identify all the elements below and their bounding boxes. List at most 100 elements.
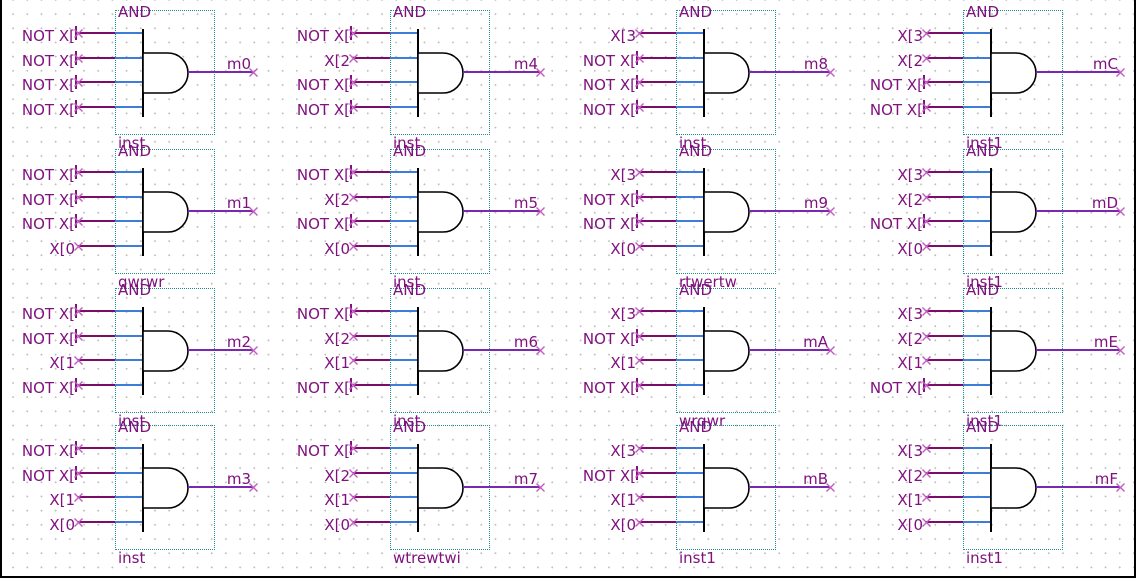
output-wire[interactable] — [749, 71, 830, 73]
input-port-stub[interactable] — [390, 57, 419, 59]
output-wire[interactable] — [463, 486, 540, 488]
input-pin-label[interactable]: NOT X[ — [296, 442, 350, 460]
input-port-stub[interactable] — [676, 171, 705, 173]
instance-name-label[interactable]: inst — [118, 134, 146, 152]
output-net-label[interactable]: m3 — [226, 470, 251, 488]
input-wire[interactable] — [926, 245, 963, 247]
input-wire[interactable] — [78, 472, 115, 474]
and-gate-shape[interactable] — [416, 305, 468, 399]
input-wire[interactable] — [639, 245, 676, 247]
input-port-stub[interactable] — [963, 384, 992, 386]
instance-name-label[interactable]: inst — [393, 273, 421, 291]
input-port-stub[interactable] — [390, 245, 419, 247]
instance-name-label[interactable]: inst1 — [679, 549, 716, 567]
input-wire[interactable] — [78, 220, 115, 222]
input-pin-label[interactable]: X[2 — [897, 330, 923, 348]
input-pin-label[interactable]: X[1 — [324, 491, 350, 509]
input-port-stub[interactable] — [676, 310, 705, 312]
input-port-stub[interactable] — [963, 472, 992, 474]
input-pin-label[interactable]: NOT X[ — [296, 166, 350, 184]
input-wire[interactable] — [353, 220, 390, 222]
input-port-stub[interactable] — [963, 496, 992, 498]
input-pin-label[interactable]: X[3 — [610, 305, 636, 323]
input-wire[interactable] — [353, 171, 390, 173]
output-net-label[interactable]: m2 — [226, 333, 251, 351]
input-pin-label[interactable]: X[1 — [610, 491, 636, 509]
output-wire[interactable] — [188, 486, 253, 488]
and-gate-shape[interactable] — [416, 27, 468, 121]
output-wire[interactable] — [749, 210, 830, 212]
input-port-stub[interactable] — [676, 196, 705, 198]
input-pin-label[interactable]: NOT X[ — [21, 467, 75, 485]
input-port-stub[interactable] — [676, 447, 705, 449]
input-port-stub[interactable] — [390, 106, 419, 108]
input-wire[interactable] — [353, 335, 390, 337]
output-wire[interactable] — [1036, 71, 1120, 73]
and-gate-shape[interactable] — [141, 27, 193, 121]
input-port-stub[interactable] — [390, 472, 419, 474]
and-gate-shape[interactable] — [702, 305, 754, 399]
input-wire[interactable] — [78, 384, 115, 386]
input-wire[interactable] — [639, 81, 676, 83]
input-pin-label[interactable]: NOT X[ — [21, 330, 75, 348]
output-net-label[interactable]: m8 — [803, 55, 828, 73]
input-pin-label[interactable]: NOT X[ — [296, 101, 350, 119]
input-wire[interactable] — [926, 196, 963, 198]
input-wire[interactable] — [78, 171, 115, 173]
input-pin-label[interactable]: NOT X[ — [296, 76, 350, 94]
input-wire[interactable] — [926, 472, 963, 474]
input-wire[interactable] — [353, 245, 390, 247]
input-pin-label[interactable]: X[3 — [897, 27, 923, 45]
and-gate-shape[interactable] — [702, 166, 754, 260]
input-port-stub[interactable] — [963, 81, 992, 83]
input-wire[interactable] — [926, 32, 963, 34]
input-pin-label[interactable]: NOT X[ — [296, 27, 350, 45]
input-port-stub[interactable] — [115, 81, 144, 83]
input-port-stub[interactable] — [115, 32, 144, 34]
and-gate-shape[interactable] — [702, 442, 754, 536]
input-wire[interactable] — [78, 106, 115, 108]
output-net-label[interactable]: mC — [1092, 55, 1118, 73]
input-pin-label[interactable]: NOT X[ — [582, 379, 636, 397]
input-port-stub[interactable] — [390, 359, 419, 361]
input-wire[interactable] — [78, 447, 115, 449]
input-port-stub[interactable] — [676, 245, 705, 247]
instance-name-label[interactable]: inst1 — [966, 273, 1003, 291]
input-port-stub[interactable] — [963, 245, 992, 247]
input-port-stub[interactable] — [963, 32, 992, 34]
input-pin-label[interactable]: NOT X[ — [582, 330, 636, 348]
input-wire[interactable] — [639, 106, 676, 108]
and-gate-shape[interactable] — [141, 442, 193, 536]
instance-name-label[interactable]: inst — [393, 134, 421, 152]
input-wire[interactable] — [78, 81, 115, 83]
input-wire[interactable] — [639, 32, 676, 34]
input-wire[interactable] — [926, 496, 963, 498]
input-wire[interactable] — [78, 359, 115, 361]
input-pin-label[interactable]: X[3 — [897, 305, 923, 323]
input-port-stub[interactable] — [676, 106, 705, 108]
input-pin-label[interactable]: X[0 — [610, 516, 636, 534]
and-gate-shape[interactable] — [416, 166, 468, 260]
input-pin-label[interactable]: NOT X[ — [296, 379, 350, 397]
output-net-label[interactable]: mA — [803, 333, 828, 351]
input-pin-label[interactable]: X[1 — [49, 354, 75, 372]
input-wire[interactable] — [639, 171, 676, 173]
input-pin-label[interactable]: X[0 — [324, 516, 350, 534]
input-wire[interactable] — [926, 521, 963, 523]
output-net-label[interactable]: m6 — [513, 333, 538, 351]
input-pin-label[interactable]: NOT X[ — [21, 52, 75, 70]
input-port-stub[interactable] — [115, 106, 144, 108]
input-pin-label[interactable]: X[2 — [324, 191, 350, 209]
input-pin-label[interactable]: NOT X[ — [21, 191, 75, 209]
output-net-label[interactable]: m4 — [513, 55, 538, 73]
input-port-stub[interactable] — [963, 220, 992, 222]
output-net-label[interactable]: m7 — [513, 470, 538, 488]
instance-name-label[interactable]: inst1 — [966, 549, 1003, 567]
input-wire[interactable] — [353, 196, 390, 198]
input-wire[interactable] — [926, 310, 963, 312]
instance-name-label[interactable]: inst — [679, 134, 707, 152]
input-wire[interactable] — [353, 81, 390, 83]
output-net-label[interactable]: mF — [1094, 470, 1118, 488]
input-pin-label[interactable]: X[3 — [610, 27, 636, 45]
input-port-stub[interactable] — [115, 447, 144, 449]
